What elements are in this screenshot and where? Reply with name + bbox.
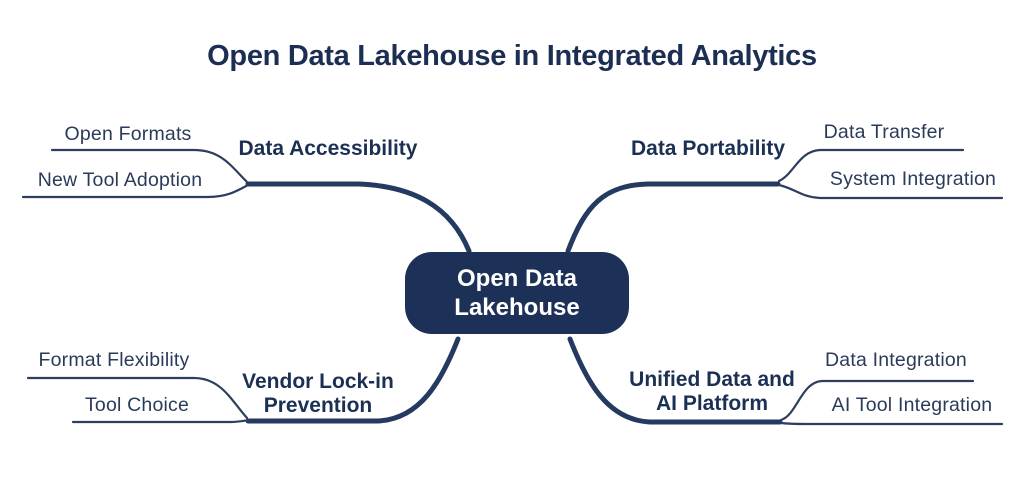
underline-data-integration (779, 379, 975, 422)
underline-ai-tool-integration (779, 421, 1004, 426)
branch-label-data-accessibility: Data Accessibility (238, 137, 418, 160)
underline-format-flexibility (26, 376, 249, 420)
diagram-title: Open Data Lakehouse in Integrated Analyt… (207, 40, 817, 72)
sub-item-system-integration: System Integration (829, 168, 997, 190)
branch-curve-unified-data (567, 336, 783, 425)
underline-new-tool-adoption (21, 183, 250, 199)
central-node-label: Open Data Lakehouse (454, 264, 580, 321)
sub-item-ai-tool-integration: AI Tool Integration (831, 394, 993, 416)
sub-item-tool-choice: Tool Choice (84, 394, 190, 416)
branch-label-data-portability: Data Portability (630, 137, 786, 160)
sub-item-new-tool-adoption: New Tool Adoption (37, 169, 203, 191)
underline-open-formats (50, 148, 249, 184)
sub-item-data-integration: Data Integration (825, 349, 967, 371)
branch-curve-data-portability (565, 181, 781, 254)
branch-curve-vendor-lockin (245, 336, 461, 424)
underline-system-integration (777, 183, 1004, 200)
branch-curve-data-accessibility (245, 181, 472, 254)
underline-tool-choice (71, 418, 251, 424)
branch-label-vendor-lockin-prevention: Vendor Lock-in Prevention (242, 370, 394, 417)
branch-label-unified-data-ai-platform: Unified Data and AI Platform (629, 368, 795, 415)
central-node (405, 252, 629, 334)
underline-data-transfer (777, 148, 965, 183)
sub-item-open-formats: Open Formats (64, 123, 192, 145)
sub-item-format-flexibility: Format Flexibility (38, 349, 190, 371)
sub-item-data-transfer: Data Transfer (823, 121, 945, 143)
